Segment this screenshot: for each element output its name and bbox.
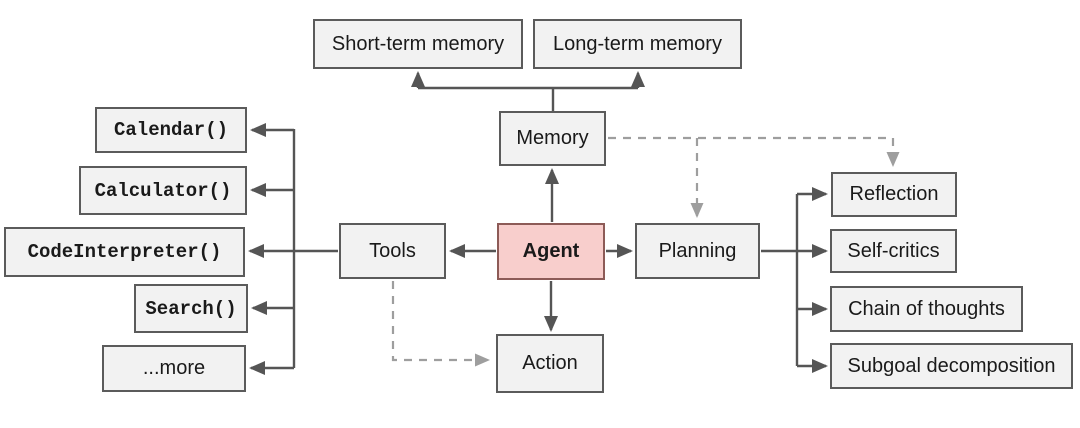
node-tool-more: ...more <box>102 345 246 392</box>
node-tool-calendar: Calendar() <box>95 107 247 153</box>
node-agent: Agent <box>497 223 605 280</box>
node-subgoal-decomposition: Subgoal decomposition <box>830 343 1073 389</box>
node-memory: Memory <box>499 111 606 166</box>
node-action: Action <box>496 334 604 393</box>
node-long-term-memory: Long-term memory <box>533 19 742 69</box>
node-chain-of-thoughts: Chain of thoughts <box>830 286 1023 332</box>
node-planning: Planning <box>635 223 760 279</box>
node-tools: Tools <box>339 223 446 279</box>
node-self-critics: Self-critics <box>830 229 957 273</box>
node-tool-calculator: Calculator() <box>79 166 247 215</box>
node-tool-code-interpreter: CodeInterpreter() <box>4 227 245 277</box>
node-tool-search: Search() <box>134 284 248 333</box>
node-short-term-memory: Short-term memory <box>313 19 523 69</box>
node-reflection: Reflection <box>831 172 957 217</box>
